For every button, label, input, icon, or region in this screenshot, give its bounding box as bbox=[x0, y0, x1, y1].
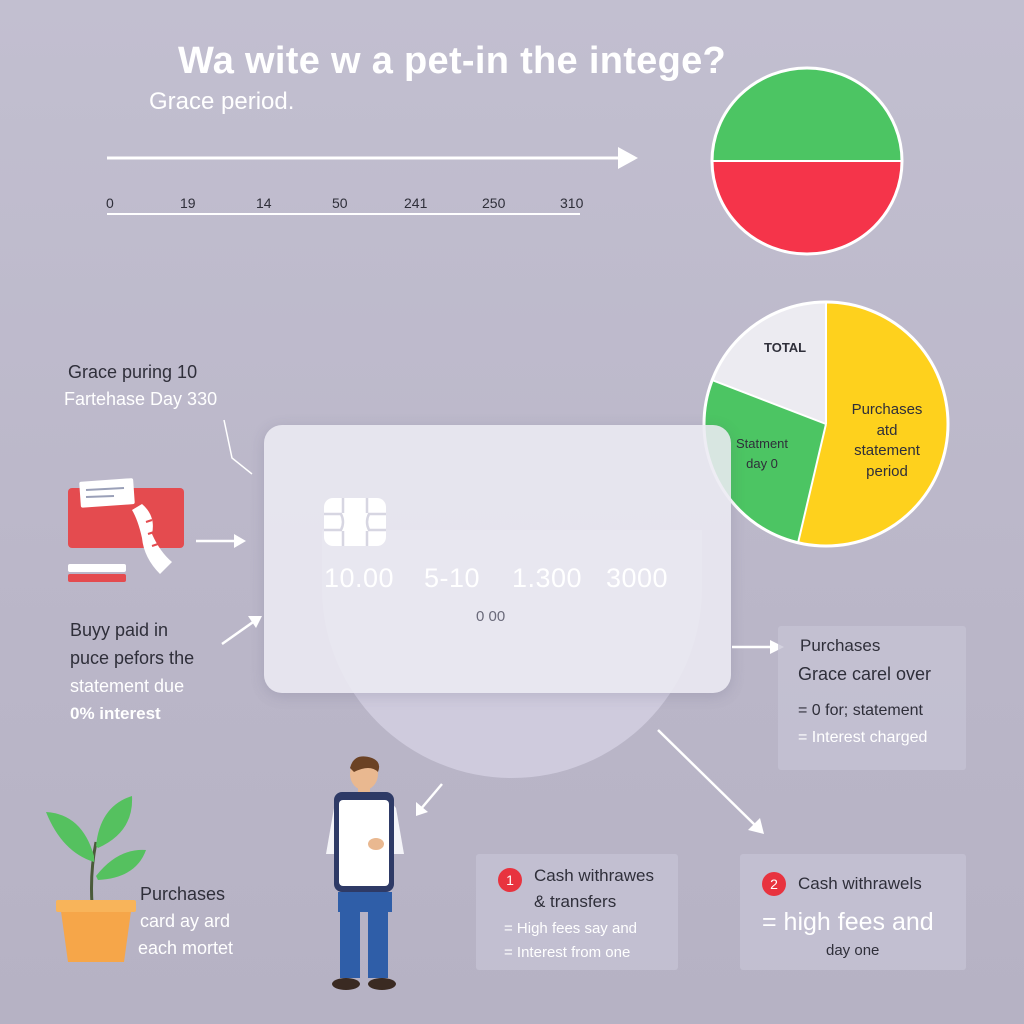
card-number-2: 5-10 bbox=[424, 563, 481, 593]
chip-icon bbox=[324, 498, 386, 546]
grace-panel-line2: Grace carel over bbox=[798, 664, 932, 684]
buy-note-line1: Buyy paid in bbox=[70, 620, 169, 640]
grace-panel-line4: = Interest charged bbox=[798, 729, 928, 746]
buy-note-line3: statement due bbox=[70, 676, 185, 696]
badge-1: 1 bbox=[498, 868, 522, 892]
pie-label-purchases: Purchases atd statement period bbox=[851, 401, 923, 481]
arrow-icon bbox=[221, 616, 262, 646]
arrow-icon bbox=[732, 640, 784, 654]
cash-box-1-line2: = Interest from one bbox=[504, 944, 631, 961]
cash-box-1-title1: Cash withrawes bbox=[534, 866, 654, 885]
big-pie-white-slice bbox=[712, 301, 826, 424]
page-title: Wa wite w a pet-in the intege? bbox=[178, 40, 727, 82]
timeline-tick: 250 bbox=[482, 195, 506, 211]
page-subtitle: Grace period. bbox=[149, 88, 295, 115]
pie-label-statement: Statment day 0 bbox=[736, 436, 789, 471]
wallet-icon bbox=[68, 478, 184, 582]
person-icon bbox=[326, 756, 404, 990]
plant-icon bbox=[46, 796, 146, 962]
credit-card bbox=[264, 425, 731, 693]
grace-note-line2: Fartehase Day 330 bbox=[64, 389, 218, 409]
grace-panel bbox=[778, 626, 966, 770]
badge-2: 2 bbox=[762, 872, 786, 896]
small-pie-green-slice bbox=[712, 68, 902, 161]
cash-box-2-line: day one bbox=[826, 942, 880, 959]
pie-label-total: TOTAL bbox=[764, 340, 807, 355]
card-number-3: 1.300 bbox=[512, 563, 583, 593]
buy-note-line4: 0% interest bbox=[70, 704, 161, 723]
card-number-1: 10.00 bbox=[324, 563, 395, 593]
plant-note-line1: Purchases bbox=[140, 884, 226, 904]
timeline-tick: 241 bbox=[404, 195, 428, 211]
pointer-line bbox=[223, 419, 253, 475]
timeline-tick: 19 bbox=[180, 195, 196, 211]
arrow-icon bbox=[416, 783, 443, 816]
arrow-icon bbox=[657, 729, 764, 834]
plant-note-line2: card ay ard bbox=[140, 911, 231, 931]
timeline-arrow bbox=[107, 147, 638, 215]
cash-box-1-title2: & transfers bbox=[534, 892, 617, 911]
timeline-tick: 310 bbox=[560, 195, 584, 211]
big-pie-yellow-slice bbox=[798, 302, 948, 546]
grace-panel-line1: Purchases bbox=[800, 636, 881, 655]
plant-note-line3: each mortet bbox=[138, 938, 234, 958]
cash-box-2-title: Cash withrawels bbox=[798, 874, 922, 893]
timeline-tick: 0 bbox=[106, 195, 114, 211]
small-pie-red-slice bbox=[712, 161, 902, 254]
grace-panel-line3: = 0 for; statement bbox=[798, 702, 923, 719]
small-pie-chart bbox=[710, 66, 904, 256]
receipt-icon bbox=[132, 504, 172, 574]
cash-box-2-big: = high fees and bbox=[762, 908, 934, 936]
cash-box-1-line1: = High fees say and bbox=[504, 920, 638, 937]
timeline-tick: 14 bbox=[256, 195, 272, 211]
grace-note-line1: Grace puring 10 bbox=[68, 362, 198, 382]
arrow-icon bbox=[196, 534, 246, 548]
card-number-4: 3000 bbox=[606, 563, 669, 593]
buy-note-line2: puce pefors the bbox=[70, 648, 195, 668]
big-pie-chart bbox=[702, 300, 950, 548]
timeline-tick: 50 bbox=[332, 195, 348, 211]
card-sub-number: 0 00 bbox=[476, 608, 506, 625]
